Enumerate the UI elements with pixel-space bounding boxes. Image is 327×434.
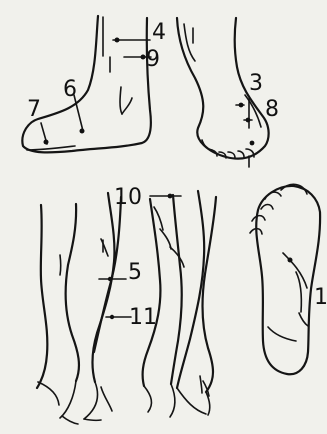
label-7: 7 — [27, 97, 41, 122]
label-10: 10 — [114, 185, 142, 210]
label-8: 8 — [265, 97, 279, 122]
label-3: 3 — [249, 71, 263, 96]
label-5: 5 — [128, 260, 142, 285]
label-4: 4 — [152, 20, 166, 45]
label-9: 9 — [146, 47, 160, 72]
label-1: 1 — [314, 285, 327, 310]
label-11: 11 — [129, 305, 157, 330]
label-6: 6 — [63, 77, 77, 102]
